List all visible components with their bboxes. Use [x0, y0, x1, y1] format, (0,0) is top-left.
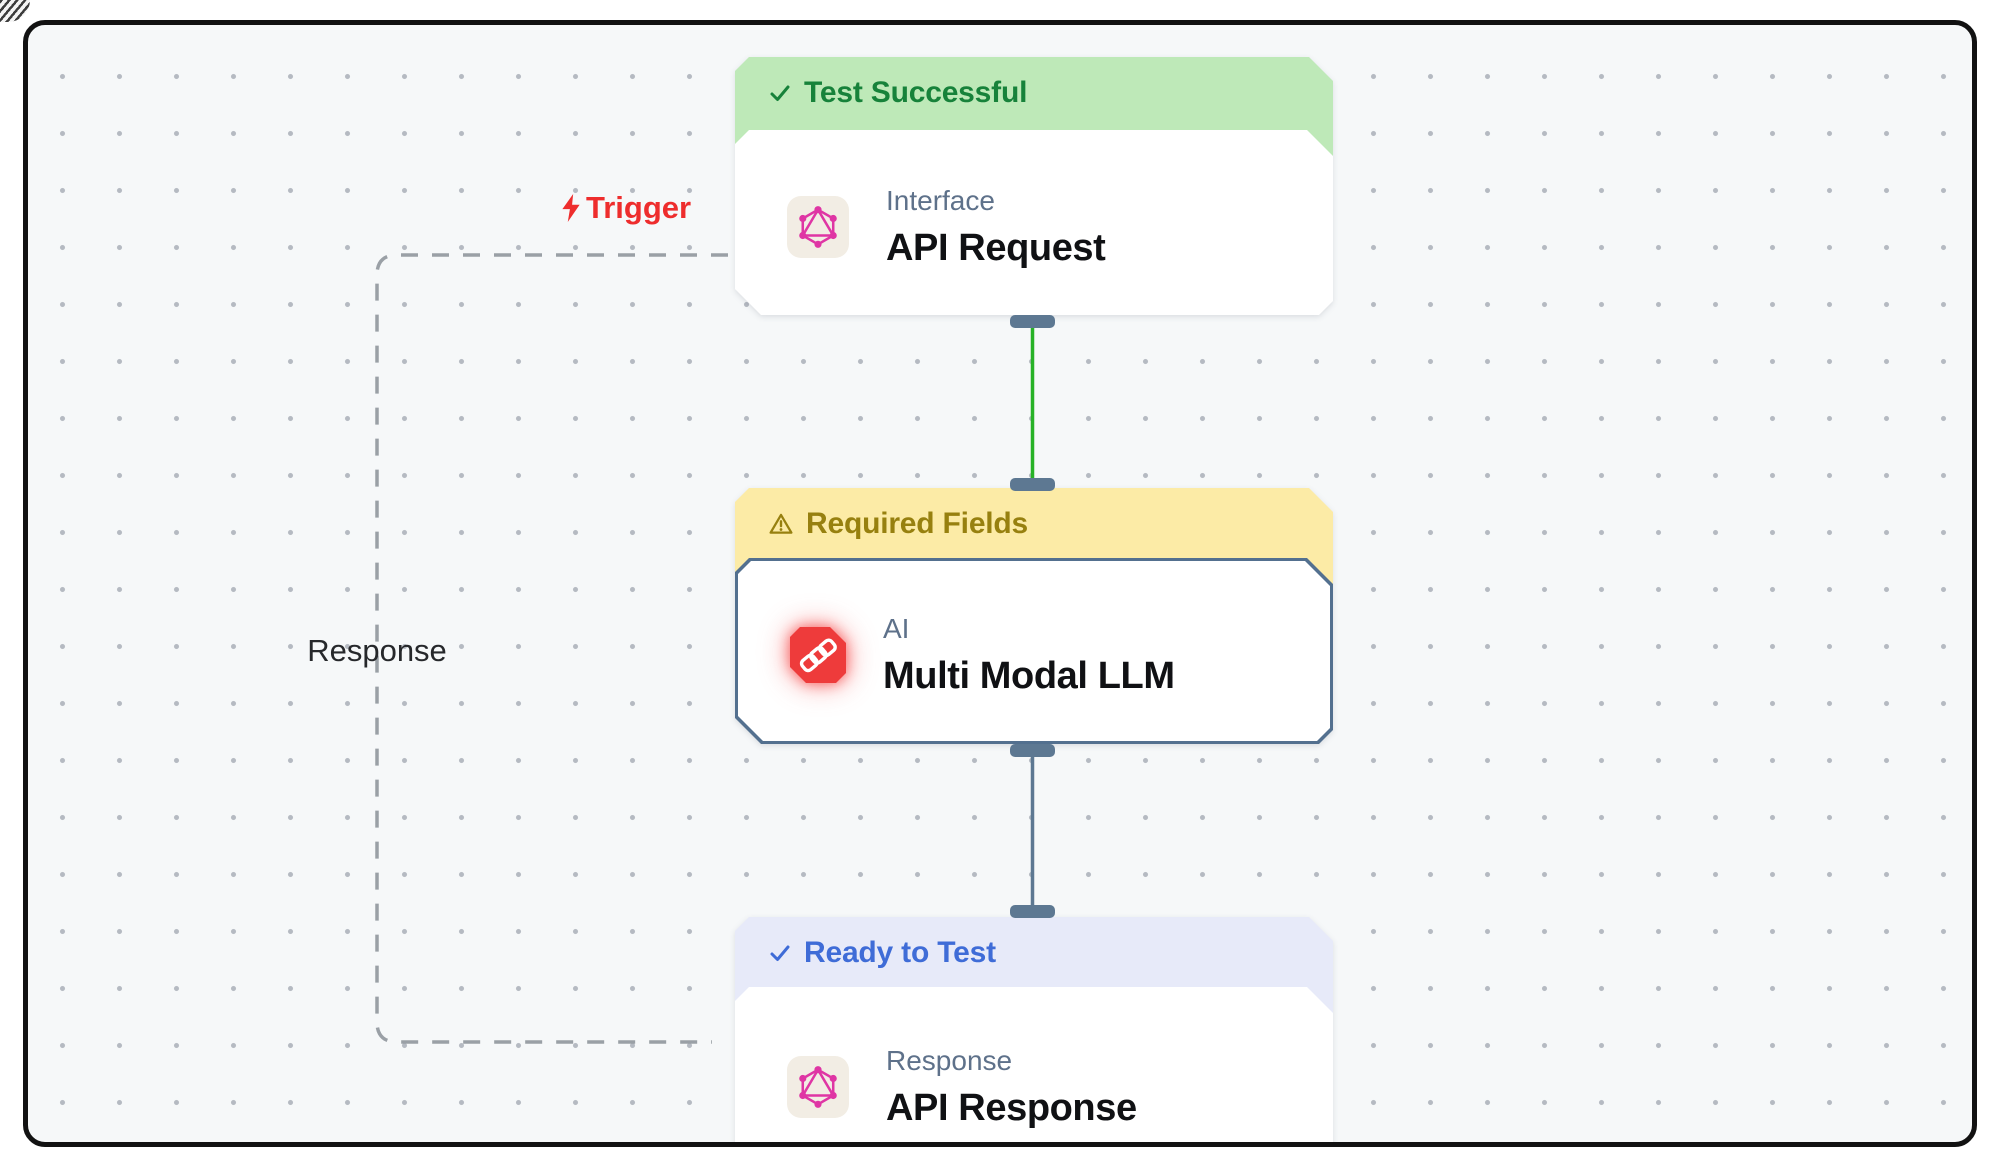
node-multi-modal-llm[interactable]: Required Fields — [735, 488, 1333, 744]
flow-canvas[interactable]: Trigger Response Test Successful — [23, 20, 1977, 1147]
check-icon — [768, 81, 792, 105]
node-api-response[interactable]: Ready to Test — [735, 917, 1333, 1147]
node-card-api-response[interactable]: Response API Response — [735, 987, 1333, 1147]
graphql-icon — [787, 196, 849, 258]
bolt-icon — [562, 194, 580, 222]
node-api-request[interactable]: Test Successful — [735, 57, 1333, 315]
connector-handle-api-response-in[interactable] — [1010, 905, 1055, 918]
status-text: Ready to Test — [804, 935, 996, 969]
edges-layer — [375, 253, 1035, 1044]
trigger-edge-label: Trigger — [559, 190, 691, 226]
connector-handle-llm-in[interactable] — [1010, 478, 1055, 491]
response-edge-label: Response — [307, 633, 447, 668]
status-text: Test Successful — [804, 75, 1028, 109]
node-title: Multi Modal LLM — [883, 655, 1175, 697]
warning-icon — [768, 511, 794, 537]
graphql-icon — [787, 1056, 849, 1118]
check-icon — [768, 941, 792, 965]
node-category: Interface — [886, 184, 995, 216]
trigger-edge-label-text: Trigger — [586, 190, 692, 225]
node-title: API Request — [886, 226, 1106, 269]
chain-llm-icon — [790, 627, 846, 683]
corner-artifact — [0, 0, 30, 22]
connector-handle-llm-out[interactable] — [1010, 744, 1055, 757]
node-category: Response — [886, 1045, 1013, 1076]
status-text: Required Fields — [806, 506, 1029, 540]
node-category: AI — [883, 613, 910, 644]
connector-handle-api-request-out[interactable] — [1010, 315, 1055, 328]
node-title: API Response — [886, 1087, 1137, 1129]
node-card-multi-modal-llm[interactable]: AI Multi Modal LLM — [735, 558, 1333, 744]
node-card-api-request[interactable]: Interface API Request — [735, 130, 1333, 315]
